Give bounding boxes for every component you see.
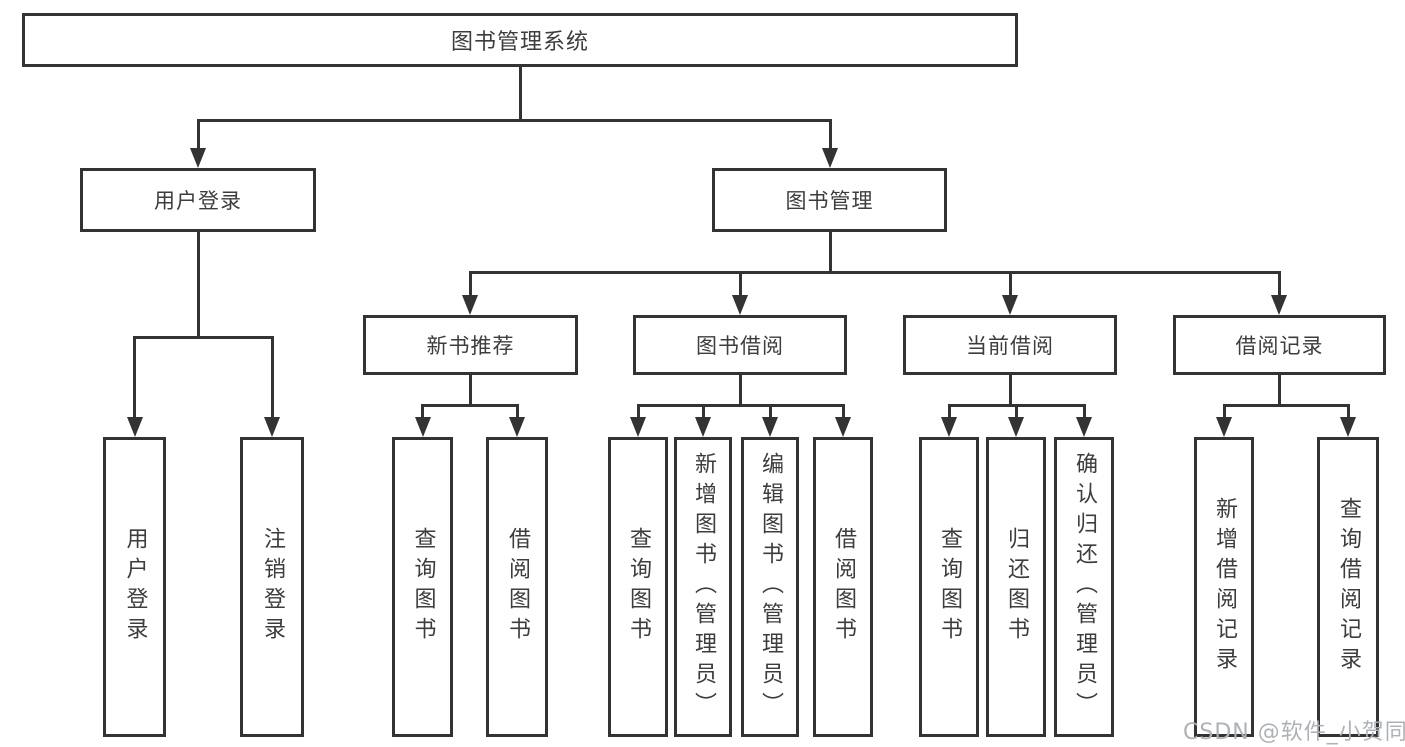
leaf-label: 查询图书 [626, 527, 651, 647]
node-label: 当前借阅 [966, 334, 1054, 358]
leaf-query-borrow-record: 查询借阅记录 [1317, 437, 1379, 737]
leaf-user-login: 用户登录 [103, 437, 166, 737]
leaf-label: 查询图书 [410, 527, 436, 647]
arrowhead-down-icon [941, 417, 957, 437]
node-label: 图书借阅 [696, 334, 784, 358]
connector-line [1346, 404, 1350, 419]
connector-line [947, 404, 951, 419]
connector-line [270, 336, 274, 419]
connector-line [1278, 271, 1281, 297]
arrowhead-down-icon [1216, 417, 1232, 437]
arrowhead-down-icon [126, 417, 143, 437]
node-label: 借阅记录 [1235, 334, 1324, 358]
leaf-return-books: 归还图书 [986, 437, 1046, 737]
node-new-book-recommend: 新书推荐 [363, 315, 578, 375]
arrowhead-down-icon [835, 417, 851, 437]
connector-line [196, 230, 200, 339]
connector-line [701, 404, 705, 419]
connector-line [133, 336, 136, 419]
connector-line [196, 119, 200, 150]
leaf-label: 借阅图书 [505, 527, 530, 647]
leaf-label: 借阅图书 [831, 527, 856, 647]
node-label: 用户登录 [154, 189, 242, 213]
leaf-confirm-return-admin: 确认归还（管理员） [1054, 437, 1114, 737]
connector-line [841, 404, 845, 419]
connector-line [421, 404, 424, 419]
connector-line [1014, 404, 1018, 419]
arrowhead-down-icon [1076, 417, 1092, 437]
csdn-watermark: CSDN @软件_小贺同学 [1183, 720, 1405, 745]
leaf-label: 确认归还（管理员） [1072, 452, 1097, 722]
connector-line [1008, 373, 1012, 407]
connector-line [636, 404, 845, 407]
leaf-label: 编辑图书（管理员） [758, 452, 783, 722]
connector-line [469, 271, 472, 297]
connector-line [828, 230, 832, 274]
arrowhead-down-icon [630, 417, 646, 437]
node-user-login: 用户登录 [80, 168, 316, 232]
leaf-label: 归还图书 [1004, 527, 1029, 647]
node-book-management: 图书管理 [712, 168, 947, 232]
arrowhead-down-icon [732, 295, 748, 315]
arrowhead-down-icon [822, 148, 838, 168]
leaf-add-books-admin: 新增图书（管理员） [674, 437, 732, 737]
connector-line [768, 404, 772, 419]
leaf-borrow-books-recommend: 借阅图书 [486, 437, 548, 737]
leaf-label: 注销登录 [260, 527, 285, 647]
connector-line [133, 336, 274, 339]
arrowhead-down-icon [264, 417, 280, 437]
leaf-label: 新增图书（管理员） [691, 452, 716, 722]
connector-line [1222, 404, 1226, 419]
connector-line [515, 404, 519, 419]
node-label: 新书推荐 [426, 334, 515, 358]
connector-line [636, 404, 640, 419]
connector-line [738, 271, 742, 297]
connector-line [1082, 404, 1086, 419]
node-current-borrow: 当前借阅 [903, 315, 1117, 375]
connector-line [469, 373, 472, 407]
connector-line [421, 404, 519, 407]
connector-line [738, 373, 742, 407]
connector-line [196, 119, 832, 122]
leaf-query-books-borrow: 查询图书 [608, 437, 668, 737]
node-label: 图书管理系统 [450, 30, 589, 55]
connector-line [828, 119, 832, 150]
connector-line [518, 67, 522, 122]
arrowhead-down-icon [190, 148, 206, 168]
arrowhead-down-icon [1008, 417, 1024, 437]
arrowhead-down-icon [762, 417, 778, 437]
arrowhead-down-icon [1271, 295, 1287, 315]
connector-line [1278, 373, 1281, 407]
leaf-label: 查询图书 [937, 527, 962, 647]
node-label: 图书管理 [785, 189, 874, 213]
arrowhead-down-icon [414, 417, 431, 437]
leaf-label: 用户登录 [122, 527, 148, 647]
node-borrow-records: 借阅记录 [1173, 315, 1386, 375]
arrowhead-down-icon [695, 417, 711, 437]
leaf-query-books-current: 查询图书 [919, 437, 979, 737]
connector-line [1008, 271, 1012, 297]
arrowhead-down-icon [1002, 295, 1018, 315]
node-library-system: 图书管理系统 [22, 13, 1018, 67]
connector-line [469, 271, 1281, 274]
arrowhead-down-icon [509, 417, 525, 437]
leaf-borrow-books: 借阅图书 [813, 437, 873, 737]
leaf-label: 查询借阅记录 [1336, 497, 1361, 677]
leaf-label: 新增借阅记录 [1212, 497, 1237, 677]
node-book-borrow: 图书借阅 [633, 315, 847, 375]
arrowhead-down-icon [1340, 417, 1356, 437]
connector-line [1222, 404, 1350, 407]
leaf-logout: 注销登录 [240, 437, 304, 737]
leaf-query-books-recommend: 查询图书 [392, 437, 453, 737]
leaf-add-borrow-record: 新增借阅记录 [1194, 437, 1254, 737]
arrowhead-down-icon [462, 295, 478, 315]
leaf-edit-books-admin: 编辑图书（管理员） [741, 437, 799, 737]
